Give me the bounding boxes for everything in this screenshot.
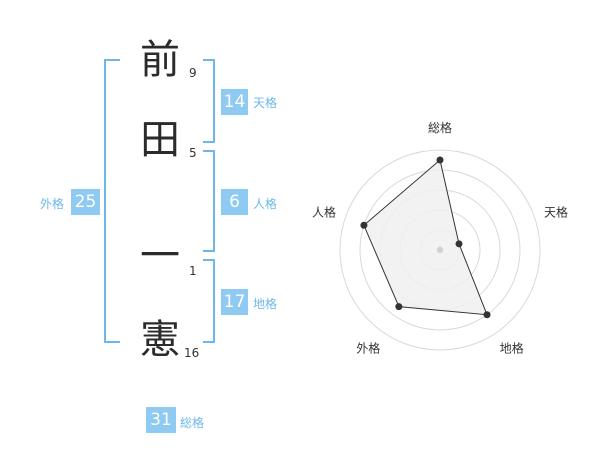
radar-shape [363, 159, 488, 316]
radar-axis-label: 総格 [428, 120, 452, 135]
name-char-3: 一 [140, 233, 180, 279]
name-char-4: 憲 [140, 317, 180, 363]
tenkaku-badge: 14 [221, 89, 248, 115]
tenkaku-bracket [203, 59, 215, 143]
stroke-count-2: 5 [189, 146, 197, 160]
tenkaku-label: 天格 [253, 96, 278, 110]
radar-points [360, 156, 491, 319]
radar-point [436, 156, 444, 164]
soukaku-label: 総格 [180, 416, 205, 430]
jinkaku-badge: 6 [221, 189, 248, 215]
name-char-1: 前 [140, 37, 180, 83]
radar-center-dot [436, 246, 444, 254]
chikaku-badge: 17 [221, 289, 248, 315]
radar-axis-label: 外格 [356, 341, 380, 356]
radar-point [395, 303, 403, 311]
jinkaku-label: 人格 [253, 197, 278, 211]
stroke-count-3: 1 [189, 264, 197, 278]
jinkaku-bracket [203, 150, 215, 252]
chikaku-label: 地格 [253, 297, 278, 311]
radar-axis-label: 人格 [312, 204, 336, 219]
radar-axis-label: 天格 [544, 204, 568, 219]
radar-point [483, 311, 491, 319]
chikaku-bracket [203, 259, 215, 343]
stroke-count-1: 9 [189, 66, 197, 80]
gaikaku-label: 外格 [40, 197, 65, 211]
gaikaku-badge: 25 [71, 189, 100, 215]
radar-ring [339, 149, 541, 351]
stroke-count-4: 16 [184, 346, 200, 360]
radar-point [455, 240, 463, 248]
radar-axis-label: 地格 [500, 341, 524, 356]
gaikaku-bracket [104, 59, 120, 343]
radar-point [360, 221, 368, 229]
soukaku-badge: 31 [146, 407, 176, 433]
name-char-2: 田 [140, 117, 180, 163]
